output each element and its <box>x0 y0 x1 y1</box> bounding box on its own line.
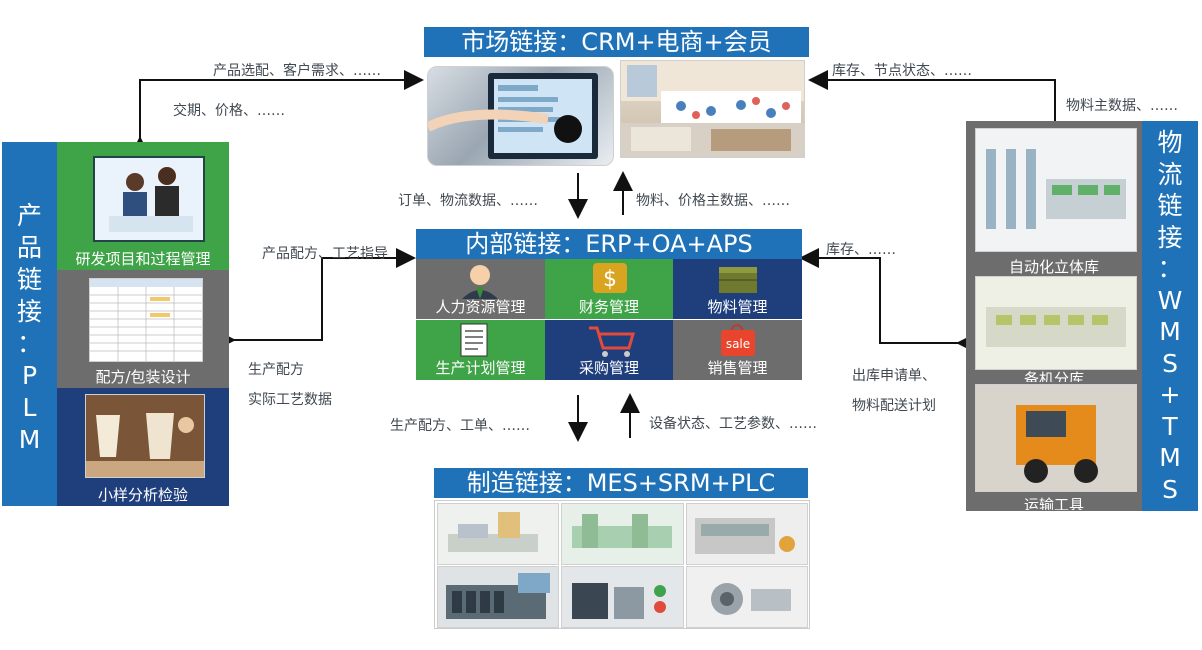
note-plm-to-internal: 产品配方、工艺指导 <box>262 246 388 262</box>
tile-hr[interactable]: 人力资源管理 <box>416 259 545 319</box>
internal-tile-grid: 人力资源管理 $ 财务管理 物料管理 生产计划管理 采购管理 <box>416 259 802 380</box>
note-market-to-logistics: 物料主数据、…… <box>1066 98 1178 114</box>
tile-production-plan[interactable]: 生产计划管理 <box>416 320 545 380</box>
note-logistics-to-internal: 库存、…… <box>826 242 896 258</box>
transport-image <box>975 384 1137 492</box>
tile-finance-label: 财务管理 <box>578 298 639 316</box>
tile-sales-label: 销售管理 <box>707 359 768 377</box>
arrow-logistics-internal <box>799 248 976 353</box>
tile-purchasing[interactable]: 采购管理 <box>545 320 673 380</box>
formula-spreadsheet-image <box>89 278 203 362</box>
mes-equipment-image-3 <box>686 503 808 565</box>
plm-cell-formula-label: 配方/包装设计 <box>95 368 191 386</box>
note-market-to-internal: 订单、物流数据、…… <box>398 193 538 209</box>
arrow-logistics-market <box>808 70 1065 141</box>
note-mes-to-internal: 设备状态、工艺参数、…… <box>649 416 817 432</box>
note-market-to-plm: 交期、价格、…… <box>173 103 285 119</box>
plc-hardware-image-2 <box>561 566 684 628</box>
note-internal-to-logistics-2: 物料配送计划 <box>852 398 936 414</box>
note-logistics-to-market: 库存、节点状态、…… <box>832 63 972 79</box>
mes-equipment-image-1 <box>437 503 559 565</box>
sale-badge-text: sale <box>726 337 750 351</box>
logistics-cell-auto-label: 自动化立体库 <box>1008 258 1099 276</box>
tile-hr-label: 人力资源管理 <box>435 298 526 316</box>
plm-cell-sample-label: 小样分析检验 <box>97 486 188 504</box>
logistics-cell-transport-label: 运输工具 <box>1023 496 1084 510</box>
manufacturing-title: 制造链接：MES+SRM+PLC <box>434 468 808 498</box>
tile-sales[interactable]: sale 销售管理 <box>673 320 802 380</box>
plm-cell-rd[interactable]: 研发项目和过程管理 <box>57 142 229 270</box>
sample-analysis-image <box>85 394 205 478</box>
rd-team-image <box>93 156 205 242</box>
auto-warehouse-image <box>975 128 1137 252</box>
note-internal-to-mes: 生产配方、工单、…… <box>390 418 530 434</box>
market-title: 市场链接：CRM+电商+会员 <box>424 27 809 57</box>
document-icon <box>460 323 488 357</box>
tile-finance[interactable]: $ 财务管理 <box>545 259 673 319</box>
cart-icon <box>589 326 635 357</box>
person-icon <box>462 265 498 299</box>
touchscreen-image <box>427 66 614 166</box>
mes-equipment-image-2 <box>561 503 684 565</box>
note-internal-to-logistics-1: 出库申请单、 <box>852 368 936 384</box>
plm-cell-sample[interactable]: 小样分析检验 <box>57 388 229 506</box>
tile-material[interactable]: 物料管理 <box>673 259 802 319</box>
boxes-icon <box>719 267 757 293</box>
tile-material-label: 物料管理 <box>707 298 768 316</box>
note-internal-to-plm-2: 实际工艺数据 <box>248 392 332 408</box>
arrow-plm-market <box>130 70 424 156</box>
svg-text:$: $ <box>603 267 617 292</box>
plc-hardware-image-1 <box>437 566 559 628</box>
sale-bag-icon: sale <box>721 324 755 356</box>
manufacturing-image-grid <box>434 500 810 629</box>
tile-purchasing-label: 采购管理 <box>578 359 639 377</box>
internal-title: 内部链接：ERP+OA+APS <box>416 229 802 259</box>
tile-production-plan-label: 生产计划管理 <box>435 359 526 377</box>
arrow-plm-internal <box>216 248 416 350</box>
note-plm-to-market: 产品选配、客户需求、…… <box>213 63 381 79</box>
money-icon: $ <box>593 263 627 293</box>
plm-cell-formula[interactable]: 配方/包装设计 <box>57 270 229 388</box>
note-internal-to-market: 物料、价格主数据、…… <box>636 193 790 209</box>
plc-hardware-image-3 <box>686 566 808 628</box>
bedroom-image <box>620 60 805 158</box>
spare-warehouse-image <box>975 276 1137 370</box>
plm-cell-rd-label: 研发项目和过程管理 <box>75 250 211 268</box>
logistics-cell-spare-label: 备机分库 <box>1023 370 1084 382</box>
note-internal-to-plm-1: 生产配方 <box>248 362 304 378</box>
